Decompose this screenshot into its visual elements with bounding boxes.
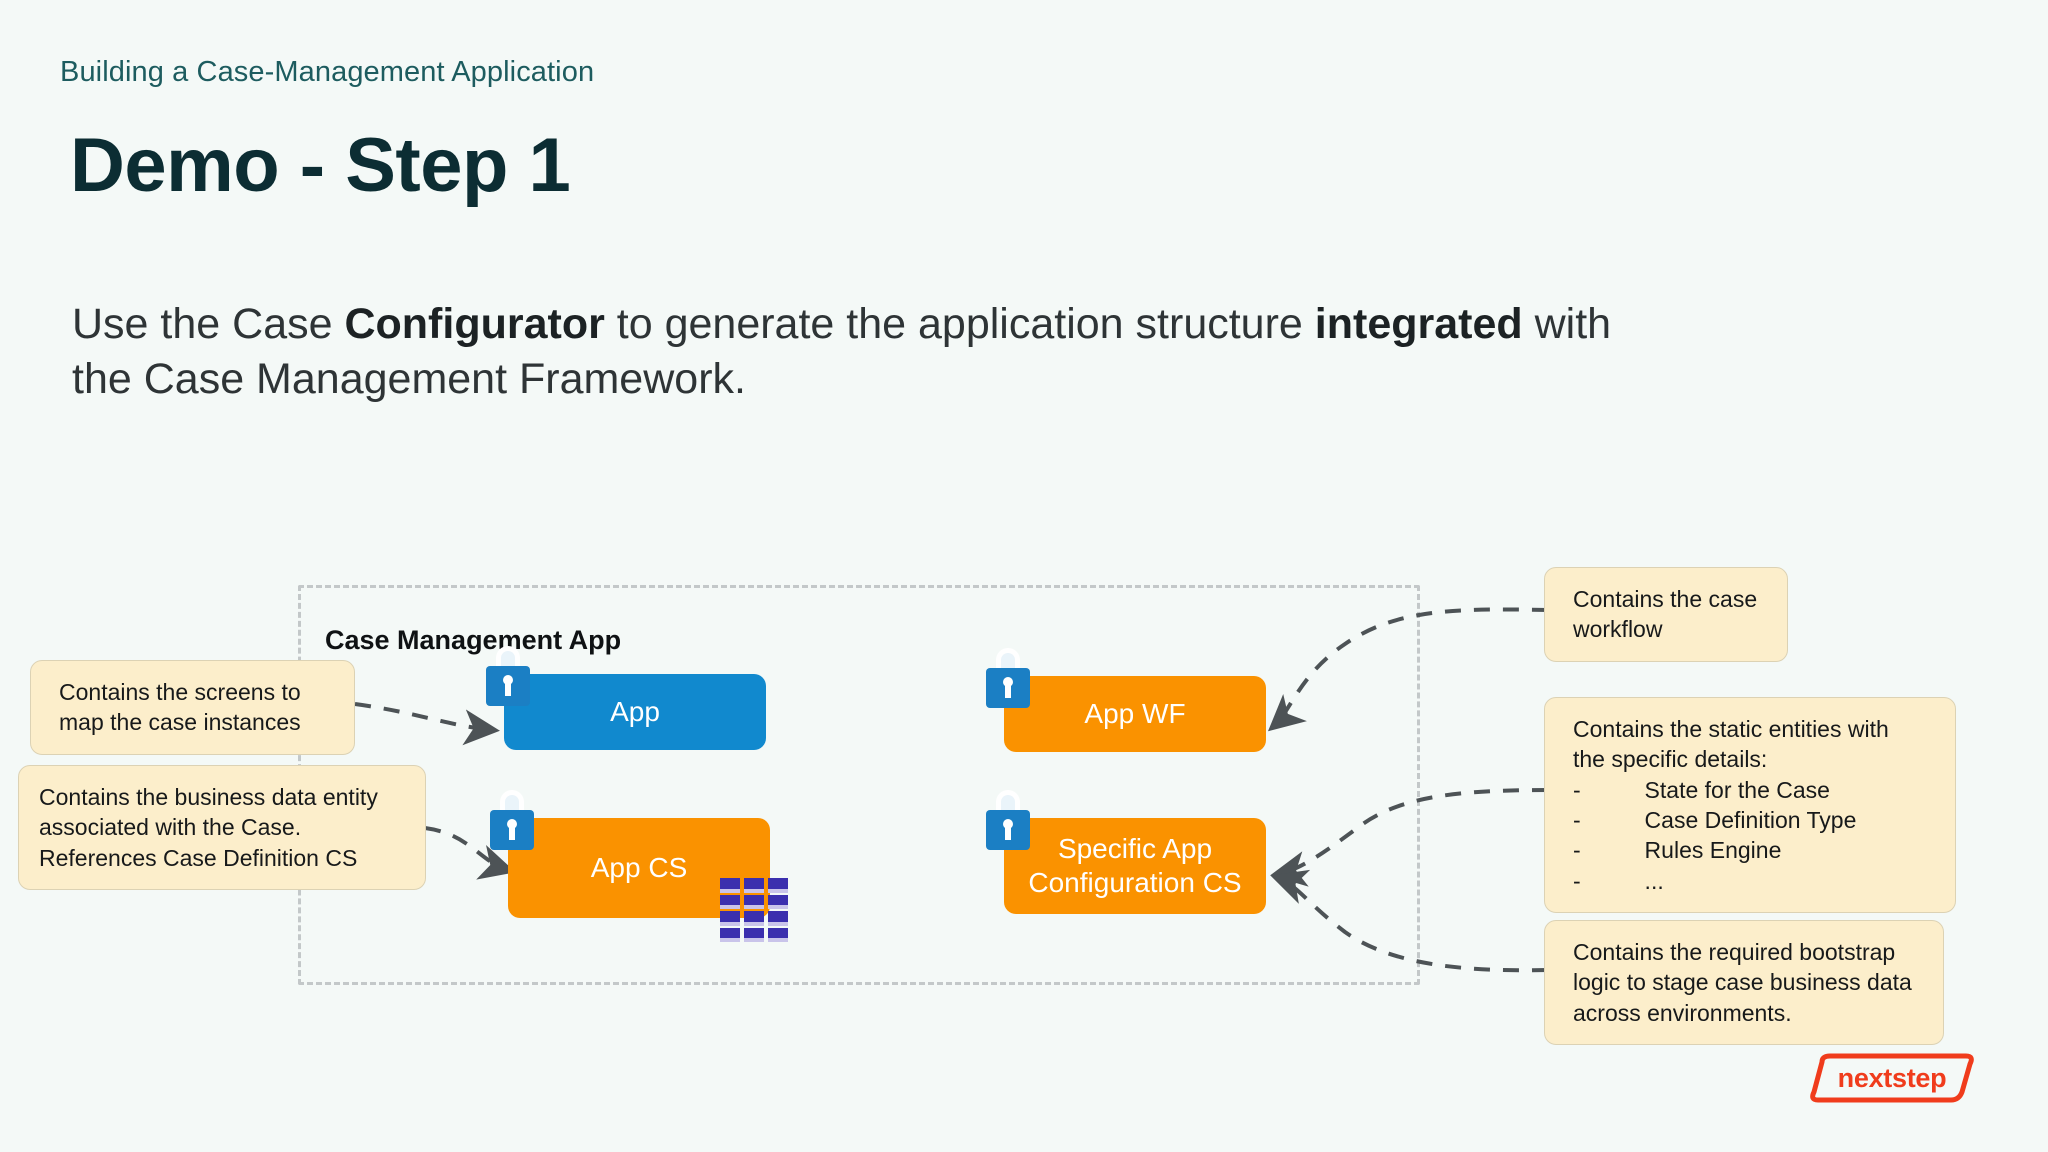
note-line: across environments. bbox=[1573, 999, 1792, 1026]
note-line: Contains the case bbox=[1573, 586, 1758, 612]
node-specific-app-configuration-cs[interactable]: Specific App Configuration CS bbox=[986, 790, 1266, 914]
callout-note-static-entities: Contains the static entities with the sp… bbox=[1544, 697, 1956, 914]
note-line: Contains the static entities with bbox=[1573, 716, 1889, 742]
table-icon bbox=[720, 878, 788, 942]
note-line: map the case instances bbox=[59, 709, 301, 736]
node-app-wf[interactable]: App WF bbox=[986, 648, 1266, 752]
page-title: Demo - Step 1 bbox=[70, 123, 571, 208]
note-line: Contains the required bootstrap bbox=[1573, 939, 1896, 965]
lock-icon bbox=[986, 790, 1030, 850]
node-app-label: App bbox=[610, 695, 660, 727]
callout-note-app: Contains the screens to map the case ins… bbox=[30, 660, 355, 755]
note-bullet: - State for the Case bbox=[1573, 776, 1830, 803]
node-specific-app-configuration-cs-label-line1: Specific App bbox=[1057, 832, 1213, 864]
body-text-run: with the Case Management Framework. bbox=[72, 300, 1612, 404]
body-emphasis: integrated bbox=[1314, 300, 1523, 348]
nextstep-logo: nextstep bbox=[1806, 1052, 1978, 1104]
note-line: logic to stage case business data bbox=[1573, 969, 1912, 996]
lock-icon bbox=[986, 648, 1030, 708]
node-app-cs-label: App CS bbox=[590, 851, 688, 883]
slide-eyebrow: Building a Case-Management Application bbox=[60, 56, 595, 88]
architecture-diagram: Case Management App Ap bbox=[0, 540, 2048, 1100]
node-app-cs[interactable]: App CS bbox=[490, 790, 788, 942]
note-line: Contains the business data entity bbox=[39, 784, 378, 810]
body-text-run: to generate the application structure bbox=[604, 300, 1315, 348]
note-line: References Case Definition CS bbox=[39, 844, 358, 871]
slide-body-text: Use the Case Configurator to generate th… bbox=[72, 297, 1672, 407]
node-specific-app-configuration-cs-label-line2: Configuration CS bbox=[1028, 867, 1242, 898]
case-management-app-label: Case Management App bbox=[325, 625, 622, 655]
note-bullet: - Rules Engine bbox=[1573, 837, 1782, 864]
callout-note-app-wf: Contains the case workflow bbox=[1544, 567, 1788, 662]
lock-icon bbox=[486, 646, 530, 706]
node-app-wf-label: App WF bbox=[1084, 697, 1186, 729]
logo-outline-icon bbox=[1810, 1053, 1974, 1103]
callout-note-bootstrap: Contains the required bootstrap logic to… bbox=[1544, 920, 1944, 1046]
logo-text: nextstep bbox=[1837, 1062, 1947, 1093]
note-line: workflow bbox=[1573, 616, 1663, 643]
lock-icon bbox=[490, 790, 534, 850]
note-bullet: - ... bbox=[1573, 867, 1664, 894]
note-bullet: - Case Definition Type bbox=[1573, 807, 1857, 834]
callout-note-app-cs: Contains the business data entity associ… bbox=[18, 765, 426, 891]
body-text-run: Use the Case bbox=[72, 300, 345, 348]
note-line: Contains the screens to bbox=[59, 679, 301, 705]
node-app[interactable]: App bbox=[486, 646, 766, 750]
body-emphasis: Configurator bbox=[344, 300, 605, 348]
note-line: associated with the Case. bbox=[39, 814, 302, 841]
note-line: the specific details: bbox=[1573, 746, 1768, 773]
